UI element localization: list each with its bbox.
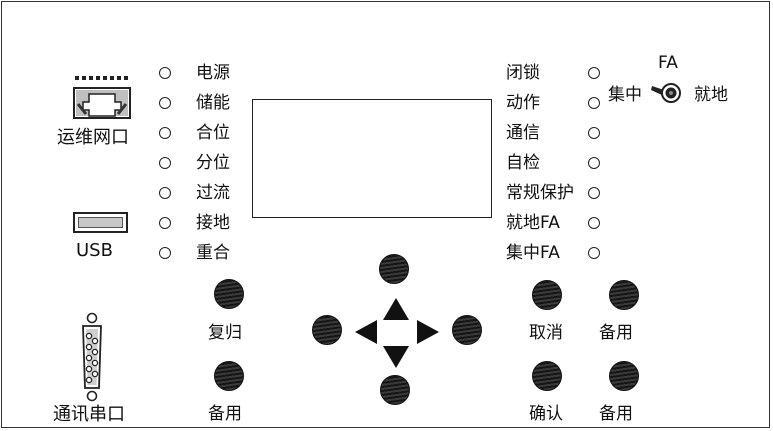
- led-label-lockout: 闭锁: [506, 63, 540, 83]
- led-central-fa: [588, 247, 600, 259]
- led-reclose: [159, 247, 171, 259]
- serial-port-icon[interactable]: [77, 312, 107, 402]
- led-ground-fault: [159, 217, 171, 229]
- fa-switch-local-label: 就地: [694, 85, 728, 105]
- usb-port-label: USB: [76, 240, 113, 261]
- spare-bottom-right-button-label: 备用: [599, 404, 633, 424]
- led-label-reclose: 重合: [196, 243, 230, 263]
- led-label-overcurrent: 过流: [196, 183, 230, 203]
- up-knob-button[interactable]: [379, 254, 409, 284]
- led-normal-protection: [588, 187, 600, 199]
- ethernet-port-icon[interactable]: [72, 74, 132, 120]
- led-label-trip: 动作: [506, 93, 540, 113]
- right-knob-button[interactable]: [452, 315, 482, 345]
- usb-port[interactable]: [73, 212, 128, 233]
- led-self-test: [588, 157, 600, 169]
- reset-button[interactable]: [214, 279, 244, 309]
- led-label-normal-protection: 常规保护: [506, 183, 574, 203]
- serial-port-label: 通讯串口: [53, 404, 125, 425]
- led-closed-position: [159, 127, 171, 139]
- led-trip: [588, 97, 600, 109]
- led-local-fa: [588, 217, 600, 229]
- arrow-right-icon[interactable]: [416, 319, 440, 345]
- arrow-left-icon[interactable]: [354, 319, 378, 345]
- led-label-self-test: 自检: [506, 153, 540, 173]
- led-power: [159, 67, 171, 79]
- fa-switch-title: FA: [658, 53, 678, 73]
- led-label-ground-fault: 接地: [196, 213, 230, 233]
- arrow-down-icon[interactable]: [382, 345, 410, 369]
- spare-top-right-button-label: 备用: [599, 323, 633, 343]
- cancel-button-label: 取消: [529, 323, 563, 343]
- fa-mode-switch-knob-icon[interactable]: [650, 80, 686, 106]
- led-label-closed-position: 合位: [196, 123, 230, 143]
- cancel-button[interactable]: [532, 280, 562, 310]
- led-label-local-fa: 就地FA: [506, 213, 560, 233]
- led-label-communication: 通信: [506, 123, 540, 143]
- led-label-power: 电源: [196, 63, 230, 83]
- spare-left-button[interactable]: [214, 361, 244, 391]
- led-overcurrent: [159, 187, 171, 199]
- led-label-energy-storage: 储能: [196, 93, 230, 113]
- spare-left-button-label: 备用: [208, 404, 242, 424]
- led-communication: [588, 127, 600, 139]
- led-label-central-fa: 集中FA: [506, 243, 560, 263]
- led-open-position: [159, 157, 171, 169]
- ethernet-port-label: 运维网口: [57, 127, 129, 148]
- fa-switch-central-label: 集中: [608, 85, 642, 105]
- arrow-up-icon[interactable]: [382, 297, 410, 321]
- spare-bottom-right-button[interactable]: [609, 361, 639, 391]
- confirm-button-label: 确认: [529, 404, 563, 424]
- led-energy-storage: [159, 97, 171, 109]
- led-label-open-position: 分位: [196, 153, 230, 173]
- led-lockout: [588, 67, 600, 79]
- lcd-display: [252, 99, 492, 218]
- left-knob-button[interactable]: [312, 315, 342, 345]
- reset-button-label: 复归: [208, 323, 242, 343]
- spare-top-right-button[interactable]: [609, 280, 639, 310]
- confirm-button[interactable]: [532, 361, 562, 391]
- down-knob-button[interactable]: [380, 375, 410, 405]
